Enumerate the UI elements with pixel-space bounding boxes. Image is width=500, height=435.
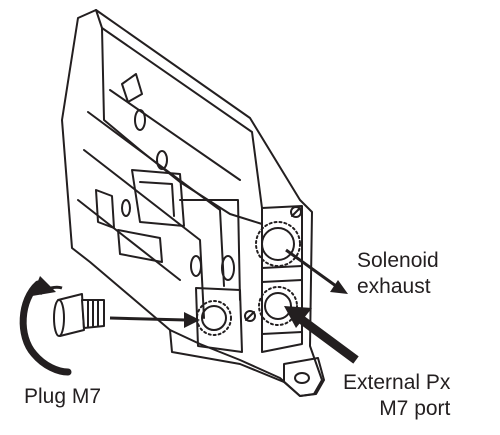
mounting-hole (294, 372, 310, 384)
cavity-hole-1 (134, 109, 146, 131)
inner-channel (131, 169, 185, 227)
solenoid-arrow (285, 248, 348, 294)
cavity-detail (117, 229, 163, 263)
inner-rib-5 (179, 199, 241, 301)
plug-arrow (109, 312, 200, 328)
solenoid-exhaust-label: Solenoid exhaust (357, 248, 439, 300)
lower-port-block (195, 287, 243, 353)
cavity-hole-5 (190, 255, 202, 277)
inner-rib-1 (109, 89, 241, 181)
inner-channel-2 (139, 181, 175, 217)
rotation-arrow-icon (19, 276, 72, 376)
housing-front-face (261, 205, 303, 353)
external-px-arrow (284, 306, 359, 364)
solenoid-label-line2: exhaust (357, 275, 431, 298)
external-px-ring (258, 286, 298, 326)
plug-icon (53, 293, 105, 337)
cavity-detail-2 (95, 189, 115, 229)
cavity-hole-3 (156, 150, 168, 170)
inner-rib-3 (83, 149, 205, 319)
front-ledge-3 (261, 331, 303, 335)
external-px-port (264, 292, 292, 320)
housing-bottom (169, 329, 285, 383)
solenoid-exhaust-ring (255, 221, 301, 267)
plug-m7-port (201, 305, 227, 331)
screw-top (290, 206, 302, 218)
cavity-hole-2 (121, 199, 131, 217)
plug-m7-label: Plug M7 (24, 385, 102, 408)
external-px-label: External Px M7 port (343, 370, 450, 422)
solenoid-label-line1: Solenoid (357, 249, 439, 272)
front-ledge-1 (261, 265, 303, 269)
plug-m7-ring (196, 300, 232, 336)
housing-outline (61, 9, 323, 397)
cavity-hole-4 (221, 255, 235, 281)
solenoid-exhaust-port (261, 227, 295, 261)
screw-left (244, 310, 256, 322)
external-label-line2: M7 port (379, 397, 451, 420)
housing-top-rim (95, 9, 263, 209)
inner-rib-4 (77, 199, 181, 281)
external-label-line1: External Px (343, 371, 451, 394)
cavity-slot (121, 73, 143, 103)
front-ledge-2 (261, 279, 303, 283)
mounting-foot (283, 357, 325, 397)
